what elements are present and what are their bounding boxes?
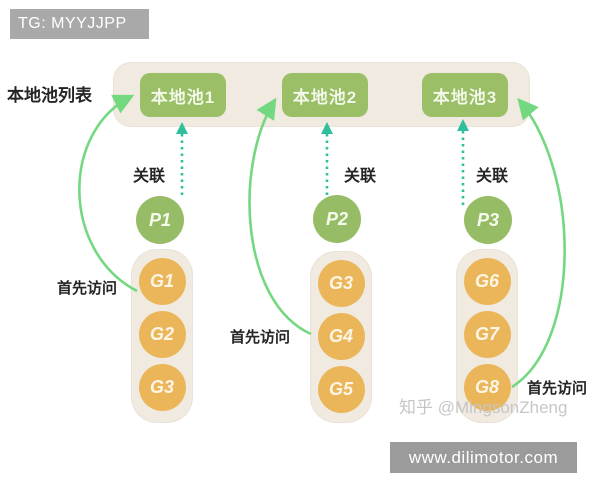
first-access-label-2: 首先访问 <box>230 329 291 346</box>
goroutine-g6: G6 <box>463 258 511 305</box>
goroutine-g4: G4 <box>317 313 365 360</box>
assoc-dotted-link-2 <box>321 122 333 198</box>
assoc-label-3: 关联 <box>476 168 509 185</box>
goroutine-g7: G7 <box>463 311 511 358</box>
goroutine-g5: G5 <box>317 366 365 413</box>
watermark-text: 知乎 @MingsonZheng <box>399 398 568 417</box>
goroutine-g8: G8 <box>463 364 511 411</box>
goroutine-g1: G1 <box>138 258 186 305</box>
assoc-label-2: 关联 <box>344 168 377 185</box>
pool-list-label: 本地池列表 <box>7 86 92 105</box>
goroutine-g3: G3 <box>138 364 186 411</box>
processor-p1: P1 <box>136 196 184 244</box>
site-url-banner: www.dilimotor.com <box>390 442 577 473</box>
assoc-dotted-link-3 <box>457 119 469 206</box>
goroutine-column-2: G3 G4 G5 <box>310 251 372 423</box>
processor-p2: P2 <box>313 195 361 243</box>
local-pool-3: 本地池3 <box>422 73 508 117</box>
goroutine-column-1: G1 G2 G3 <box>131 249 193 423</box>
first-access-arrow-3 <box>511 98 566 389</box>
goroutine-column-3: G6 G7 G8 <box>456 249 518 423</box>
local-pool-2: 本地池2 <box>282 73 368 117</box>
tg-badge: TG: MYYJJPP <box>10 9 149 39</box>
local-pool-1: 本地池1 <box>140 73 226 117</box>
goroutine-g3b: G3 <box>317 260 365 307</box>
assoc-dotted-link-1 <box>176 122 188 198</box>
goroutine-g2: G2 <box>138 311 186 358</box>
first-access-label-1: 首先访问 <box>57 280 118 297</box>
first-access-arrow-2 <box>248 97 312 336</box>
processor-p3: P3 <box>464 196 512 244</box>
assoc-label-1: 关联 <box>133 168 166 185</box>
